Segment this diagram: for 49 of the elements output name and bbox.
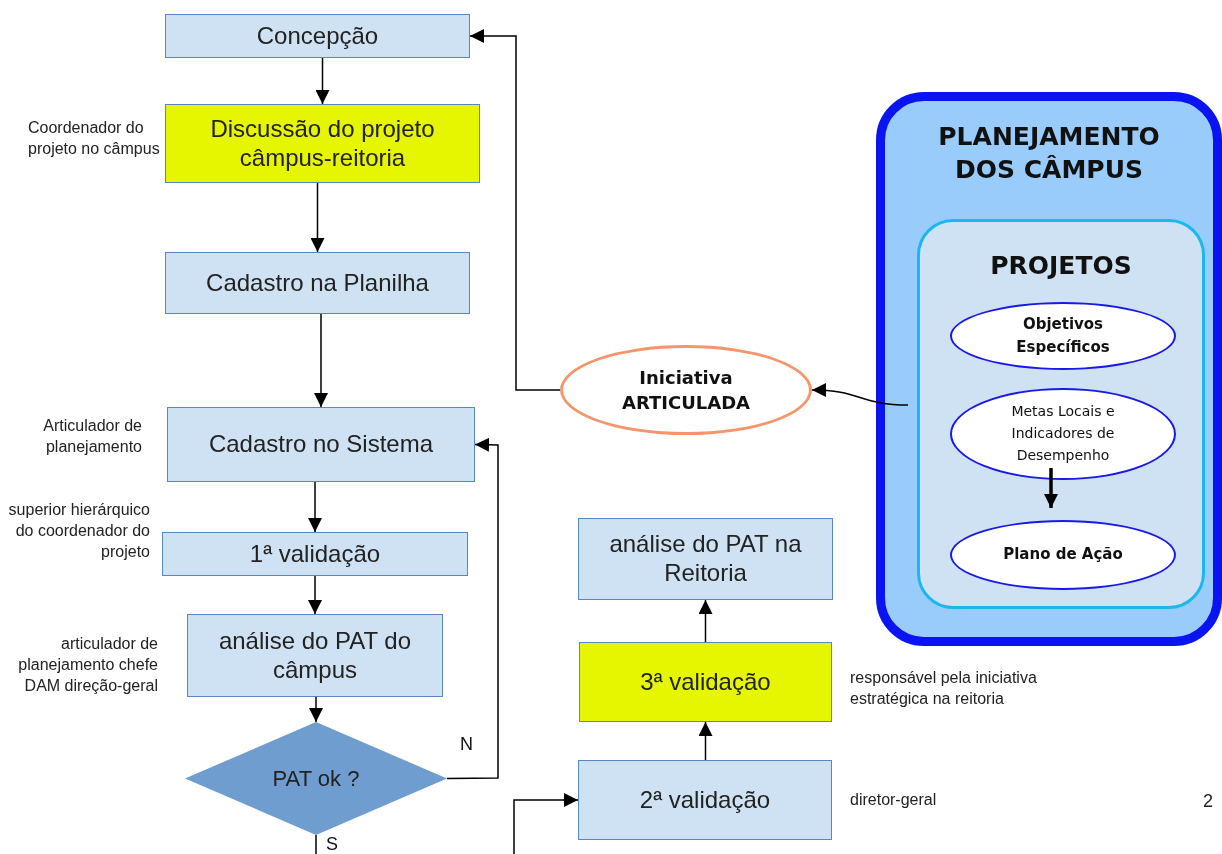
node-label: 3ª validação [640, 667, 771, 697]
arrow [308, 575, 322, 615]
node-label: Plano de Ação [1002, 544, 1124, 566]
connector-line [315, 834, 317, 854]
process-box [578, 518, 833, 600]
role-note: responsável pela iniciativa estratégica na reitoria [850, 668, 1038, 709]
role-note: articulador de planejamento chefe DAM direção-geral [17, 634, 158, 696]
node-label: Objetivos Específicos [1015, 313, 1111, 358]
arrow [310, 182, 325, 253]
process-box-highlighted [579, 642, 832, 722]
process-box [187, 614, 443, 697]
arrow [309, 696, 323, 723]
arrow [308, 481, 322, 533]
panel-heading: PROJETOS [990, 250, 1132, 282]
curved-arrow [811, 383, 909, 406]
node-label: Concepção [256, 21, 379, 51]
node-label: análise do PAT do câmpus [217, 626, 413, 685]
role-note: superior hierárquico do coordenador do projeto [7, 500, 150, 562]
arrow [698, 599, 713, 643]
projects-panel [917, 219, 1205, 609]
node-label: Cadastro no Sistema [208, 430, 434, 459]
arrow [469, 29, 561, 391]
arrow [513, 793, 579, 854]
role-note: Articulador de planejamento [42, 416, 142, 457]
node-label: Cadastro na Planilha [206, 268, 429, 298]
node-label: Iniciativa ARTICULADA [620, 365, 752, 415]
decision-diamond [185, 722, 447, 835]
process-box-highlighted [165, 104, 480, 183]
process-box [165, 252, 470, 314]
arrow [1044, 468, 1058, 508]
process-box [578, 760, 832, 840]
process-box [162, 532, 468, 576]
arrow [315, 57, 330, 105]
node-label: 1ª validação [249, 539, 381, 569]
panel-heading: PLANEJAMENTO DOS CÂMPUS [937, 121, 1161, 186]
node-label: PAT ok ? [272, 765, 360, 792]
node-label: análise do PAT na Reitoria [608, 530, 803, 588]
arrow [446, 437, 499, 780]
node-label: Discussão do projeto câmpus-reitoria [209, 114, 436, 173]
arrow [698, 721, 713, 761]
node-label: Metas Locais e Indicadores de Desempenho [1010, 402, 1116, 465]
role-note: diretor-geral [850, 790, 938, 810]
role-note: Coordenador do projeto no câmpus [28, 118, 161, 159]
node-label: 2ª validação [639, 785, 771, 815]
process-box [165, 14, 470, 58]
arrow [314, 313, 328, 408]
page-number: 2 [1203, 790, 1213, 813]
process-box [167, 407, 475, 482]
planning-panel [876, 92, 1222, 646]
